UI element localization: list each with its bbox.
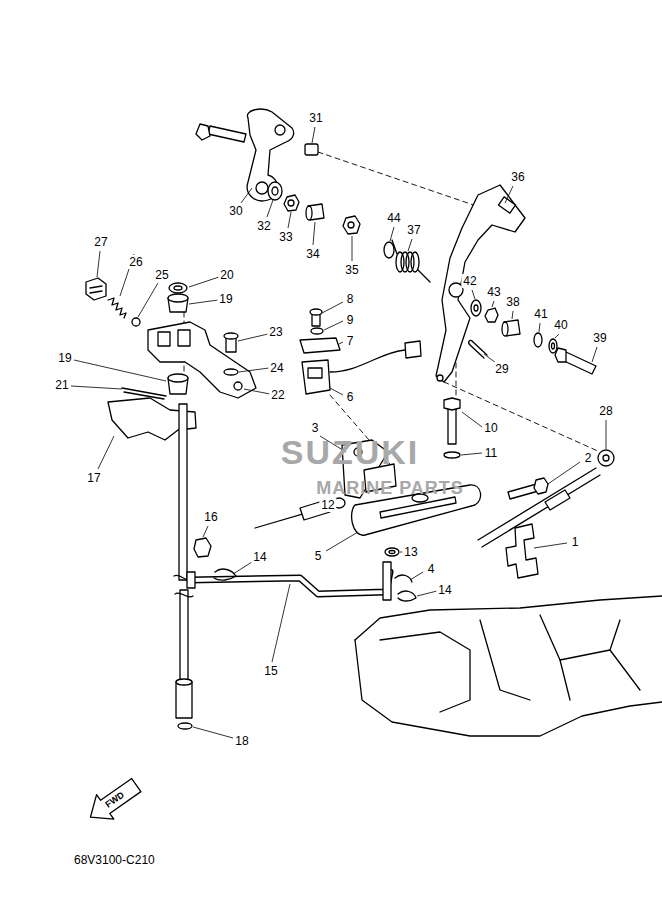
callout-number: 8 — [345, 292, 356, 306]
callout-number: 37 — [405, 223, 422, 237]
watermark: MARINE PARTS — [316, 479, 464, 497]
callout-number: 19 — [217, 292, 234, 306]
callout-number: 14 — [251, 550, 268, 564]
watermark: SUZUKI — [281, 435, 420, 469]
callout-number: 7 — [345, 334, 356, 348]
callout-number: 24 — [268, 361, 285, 375]
callout-number: 34 — [304, 247, 321, 261]
callout-number: 33 — [277, 230, 294, 244]
callout-number: 42 — [461, 274, 478, 288]
callout-number: 26 — [127, 255, 144, 269]
callout-number: 5 — [313, 549, 324, 563]
callout-number: 35 — [343, 263, 360, 277]
callout-number: 40 — [552, 318, 569, 332]
callout-number: 12 — [319, 498, 336, 512]
callout-number: 21 — [53, 378, 70, 392]
callout-number: 20 — [218, 268, 235, 282]
callout-number: 22 — [269, 388, 286, 402]
callout-number: 23 — [267, 325, 284, 339]
callout-number: 30 — [227, 204, 244, 218]
callout-number: 11 — [483, 446, 499, 460]
callout-number: 1 — [570, 535, 581, 549]
callout-number: 36 — [509, 170, 526, 184]
callout-number: 43 — [485, 285, 502, 299]
direction-label: FWD — [104, 790, 126, 809]
callout-number: 9 — [345, 313, 356, 327]
callout-number: 31 — [307, 111, 324, 125]
callout-number: 19 — [56, 351, 73, 365]
callout-number: 38 — [504, 295, 521, 309]
callout-number: 44 — [385, 211, 402, 225]
callout-number: 4 — [426, 562, 437, 576]
callout-number: 15 — [262, 664, 279, 678]
diagram-code: 68V3100-C210 — [74, 854, 155, 866]
callout-number: 28 — [597, 404, 614, 418]
callout-number: 3 — [310, 421, 321, 435]
callout-number: 14 — [436, 583, 453, 597]
callout-number: 39 — [591, 331, 608, 345]
callout-number: 17 — [85, 471, 102, 485]
callout-number: 27 — [92, 235, 109, 249]
callout-number: 32 — [255, 219, 272, 233]
callout-number: 18 — [233, 734, 250, 748]
callout-number: 29 — [493, 362, 510, 376]
callout-number: 41 — [532, 307, 549, 321]
callout-number: 2 — [583, 451, 594, 465]
callout-number: 10 — [482, 421, 499, 435]
callout-number: 13 — [402, 545, 419, 559]
callout-number: 16 — [202, 510, 219, 524]
callout-number: 25 — [153, 268, 170, 282]
callout-number: 6 — [345, 390, 356, 404]
